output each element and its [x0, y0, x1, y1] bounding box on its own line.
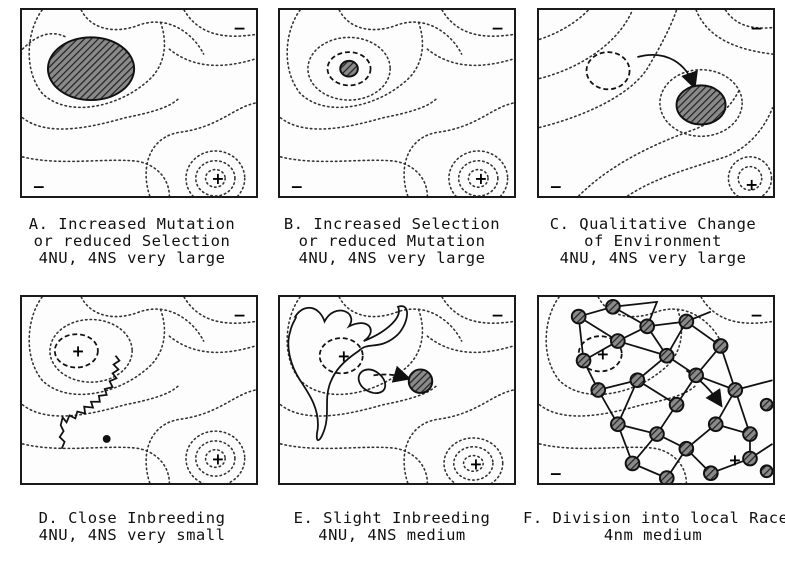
- valley-minus-sign: −: [32, 177, 45, 196]
- valley-minus-sign: −: [491, 18, 504, 37]
- peak-plus-sign: +: [728, 450, 741, 469]
- peak-outline: [577, 335, 623, 373]
- caption-line: C. Qualitative Change: [549, 215, 757, 233]
- caption-a: A. Increased Mutation or reduced Selecti…: [2, 216, 262, 267]
- population-blob: [46, 36, 136, 102]
- former-position-outline: [585, 51, 631, 91]
- valley-minus-sign: −: [750, 305, 763, 324]
- caption-line: 4NU, 4NS very small: [38, 526, 226, 544]
- caption-f: F. Division into local Races 4nm medium: [523, 509, 785, 544]
- panel-f: + + − −: [537, 295, 775, 485]
- valley-minus-sign: −: [750, 18, 763, 37]
- peak-outline: [326, 51, 372, 87]
- caption-line: or reduced Selection: [33, 232, 231, 250]
- caption-line: E. Slight Inbreeding: [293, 509, 491, 527]
- panel-c: + − −: [537, 8, 775, 198]
- caption-line: A. Increased Mutation: [28, 215, 236, 233]
- valley-minus-sign: −: [549, 464, 562, 483]
- panel-e: + + −: [278, 295, 516, 485]
- panel-d: + + −: [20, 295, 258, 485]
- panel-f-landscape: + + − −: [539, 297, 773, 483]
- population-blob: [339, 59, 359, 78]
- valley-minus-sign: −: [549, 177, 562, 196]
- drift-loop: [357, 368, 387, 394]
- panel-d-landscape: + + −: [22, 297, 256, 483]
- caption-line: 4nm medium: [603, 526, 703, 544]
- panel-a: + − −: [20, 8, 258, 198]
- valley-minus-sign: −: [233, 305, 246, 324]
- peak-plus-sign: +: [596, 345, 609, 364]
- caption-e: E. Slight Inbreeding 4NU, 4NS medium: [262, 510, 522, 544]
- valley-minus-sign: −: [290, 177, 303, 196]
- shift-arrow: [373, 365, 412, 383]
- caption-line: F. Division into local Races: [523, 509, 785, 527]
- valley-minus-sign: −: [233, 18, 246, 37]
- caption-c: C. Qualitative Change of Environment 4NU…: [523, 216, 783, 267]
- caption-line: D. Close Inbreeding: [38, 509, 226, 527]
- panel-e-landscape: + + −: [280, 297, 514, 483]
- caption-line: B. Increased Selection: [283, 215, 501, 233]
- population-blob: [407, 368, 434, 394]
- caption-line: of Environment: [584, 232, 722, 250]
- peak-plus-sign: +: [211, 449, 224, 468]
- shift-arrow: [637, 54, 698, 90]
- valley-minus-sign: −: [491, 305, 504, 324]
- local-races: [570, 298, 773, 483]
- caption-line: 4NU, 4NS very large: [298, 249, 486, 267]
- caption-d: D. Close Inbreeding 4NU, 4NS very small: [2, 510, 262, 544]
- peak-plus-sign: +: [71, 342, 84, 361]
- caption-b: B. Increased Selection or reduced Mutati…: [262, 216, 522, 267]
- caption-line: 4NU, 4NS very large: [559, 249, 747, 267]
- caption-line: 4NU, 4NS medium: [318, 526, 466, 544]
- drift-path: [287, 305, 408, 442]
- population-dot: [102, 435, 111, 443]
- panel-c-landscape: + − −: [539, 10, 773, 196]
- peak-outline: [318, 337, 364, 375]
- caption-line: 4NU, 4NS very large: [38, 249, 226, 267]
- peak-plus-sign: +: [745, 175, 758, 194]
- panel-b-landscape: + − −: [280, 10, 514, 196]
- panel-b: + − −: [278, 8, 516, 198]
- panel-a-landscape: + − −: [22, 10, 256, 196]
- caption-line: or reduced Mutation: [298, 232, 486, 250]
- peak-plus-sign: +: [469, 454, 482, 473]
- peak-plus-sign: +: [211, 169, 224, 188]
- peak-plus-sign: +: [474, 169, 487, 188]
- peak-outline: [53, 333, 99, 369]
- peak-plus-sign: +: [337, 347, 350, 366]
- drift-path: [58, 355, 121, 450]
- race-network: [577, 300, 773, 480]
- population-blob: [675, 84, 727, 126]
